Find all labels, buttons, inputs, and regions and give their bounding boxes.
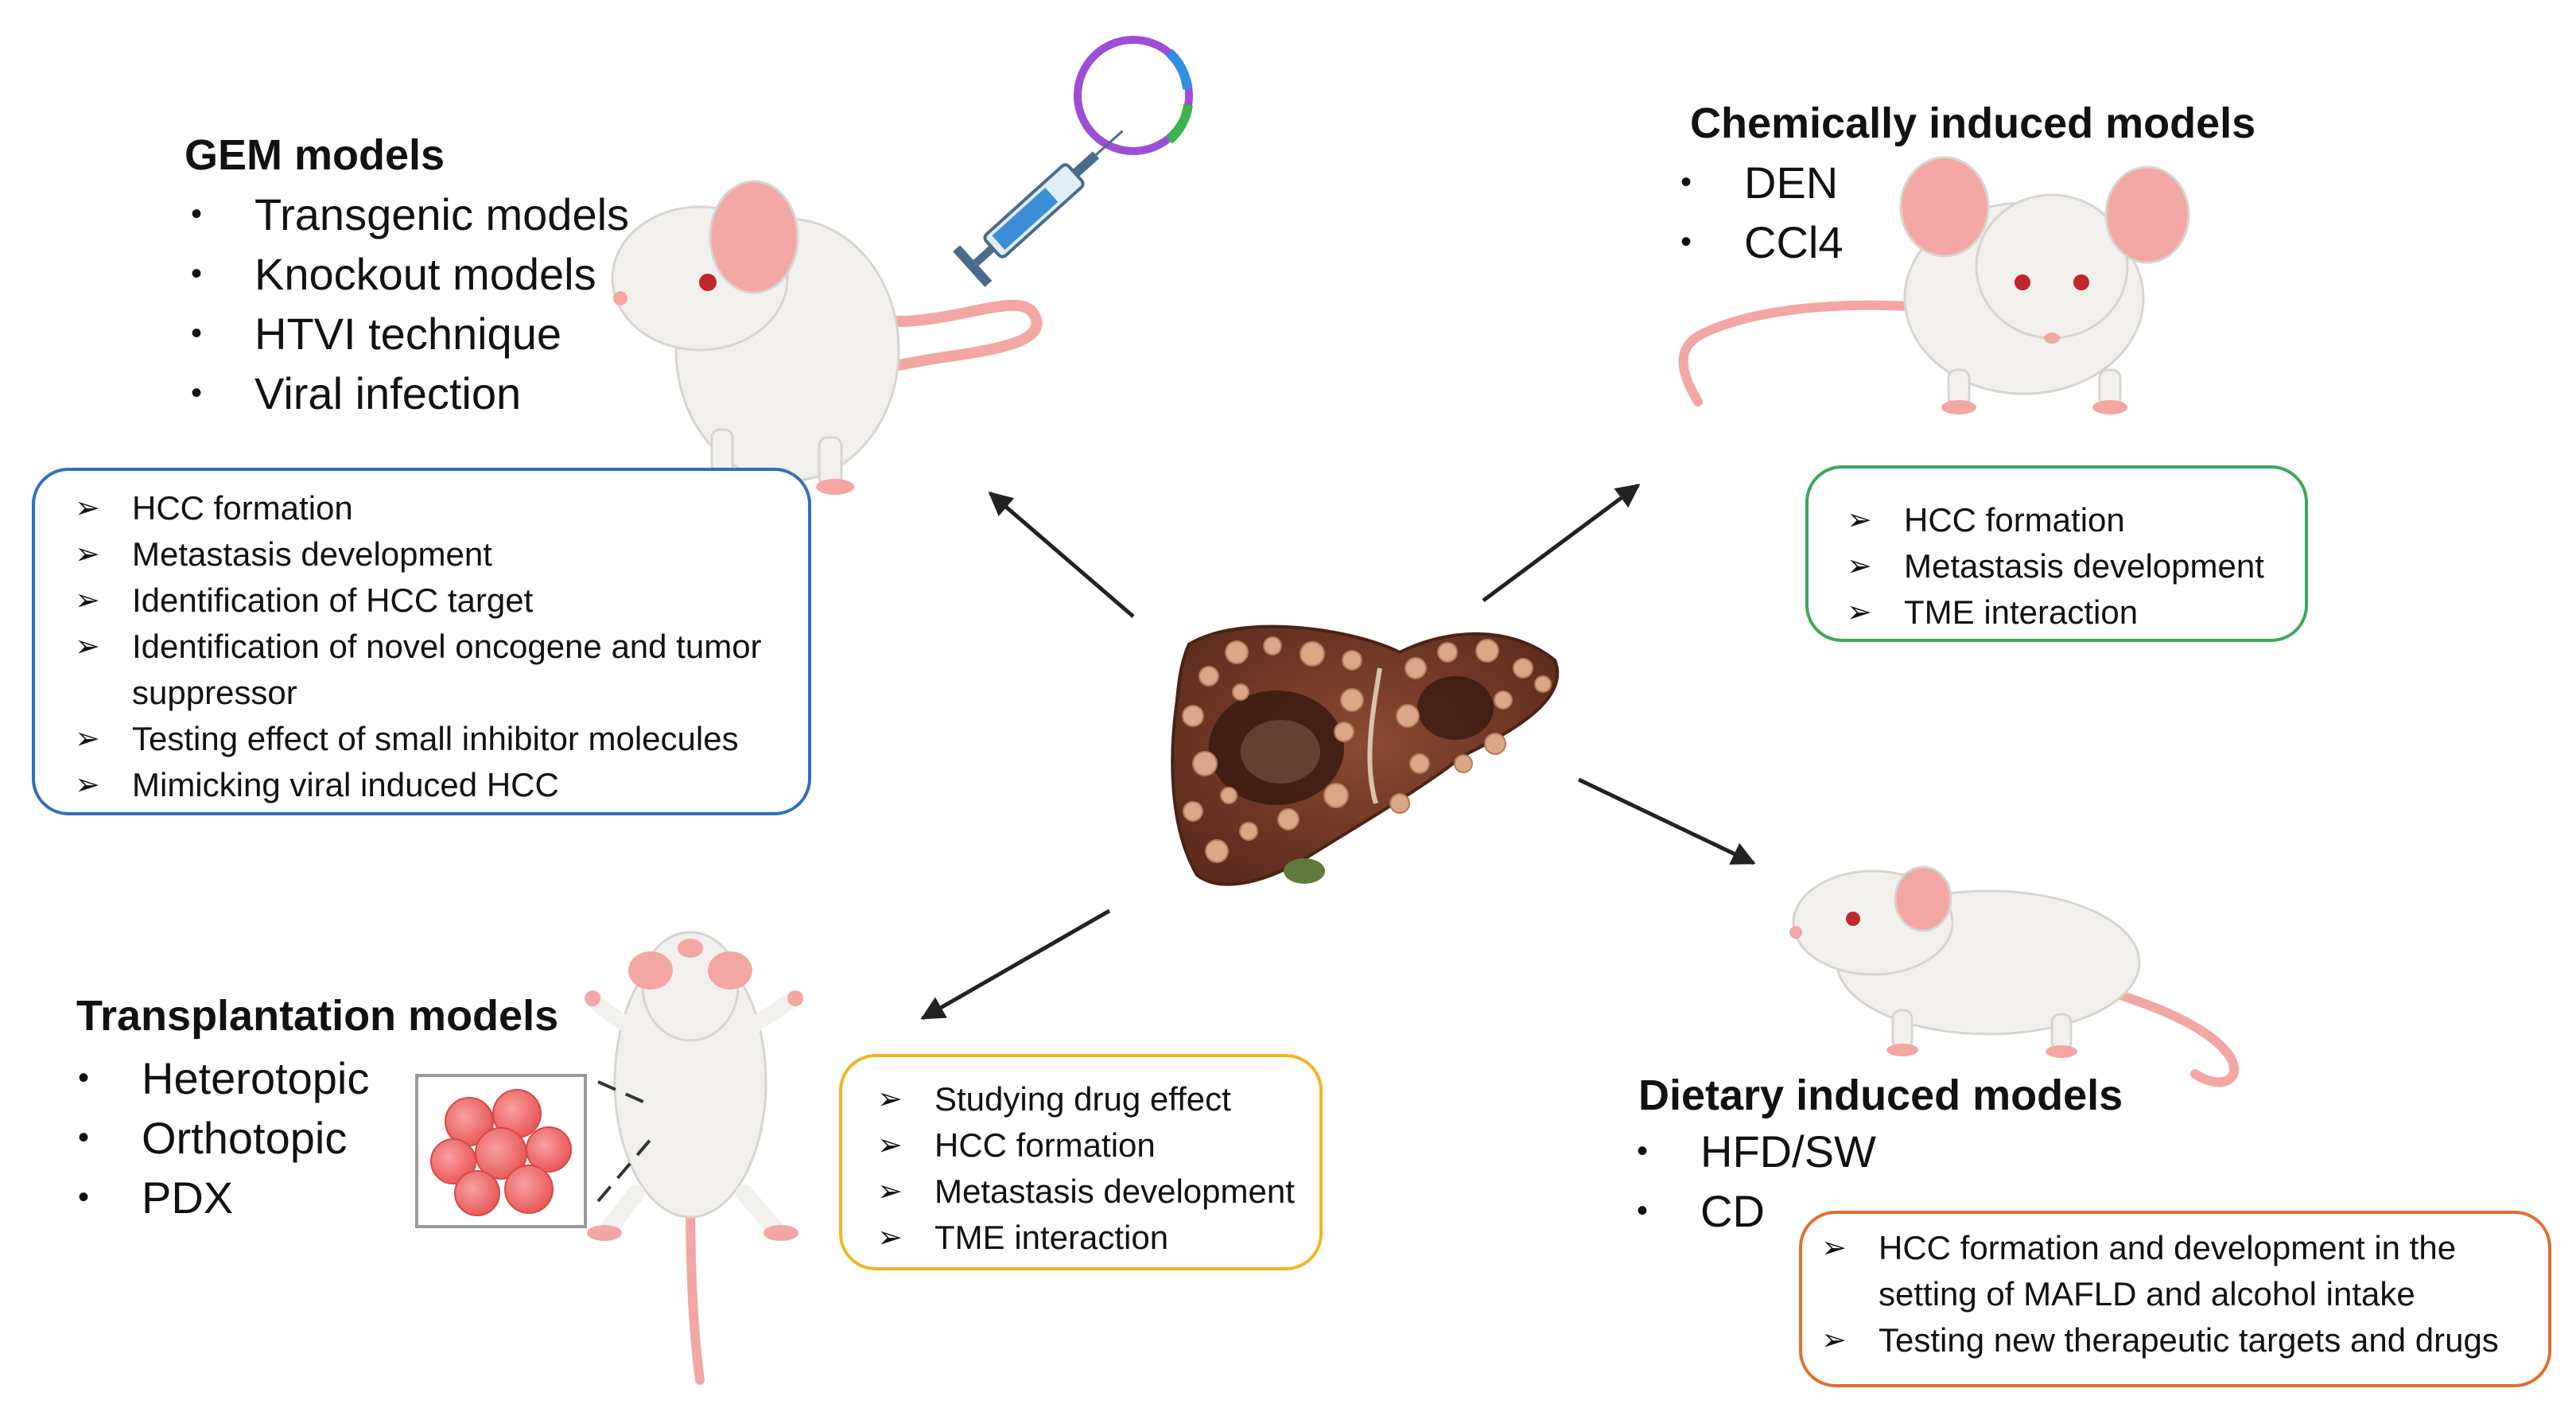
gem-title: GEM models [185,131,445,179]
arrow-bullet-icon: ➢ [1847,504,1872,537]
list-item: ➢HCC formation [877,1122,1311,1169]
list-item: •HFD/SW [1637,1126,1876,1176]
list-item: ➢Mimicking viral induced HCC [75,762,792,808]
gem-list: •Transgenic models •Knockout models •HTV… [185,185,629,423]
tumor-cells-icon [415,1074,587,1228]
syringe-icon [953,130,1124,287]
list-item: ➢Studying drug effect [877,1076,1311,1122]
arrow-bullet-icon: ➢ [1847,550,1872,583]
list-item: ➢Metastasis development [75,531,792,578]
arrow-bullet-icon: ➢ [877,1129,903,1162]
gem-box: ➢HCC formation ➢Metastasis development ➢… [32,468,811,815]
arrow-to-chemical [1482,483,1641,603]
arrow-bullet-icon: ➢ [75,630,100,663]
arrow-bullet-icon: ➢ [75,538,100,571]
list-item: •CCl4 [1680,217,1844,267]
chemical-title: Chemically induced models [1690,99,2256,147]
transplantation-box: ➢Studying drug effect ➢HCC formation ➢Me… [839,1054,1323,1270]
list-item: ➢Identification of HCC target [75,578,792,624]
list-item: •Viral infection [191,368,522,418]
arrow-bullet-icon: ➢ [877,1175,903,1208]
list-item: •PDX [78,1173,234,1223]
dietary-list: •HFD/SW •CD [1630,1122,1876,1241]
arrow-bullet-icon: ➢ [75,768,100,802]
list-item: ➢Metastasis development [1847,543,2289,589]
arrow-bullet-icon: ➢ [75,584,100,617]
mouse-icon [585,931,803,1385]
list-item: •HTVI technique [191,309,561,359]
arrow-to-gem [988,492,1135,618]
chemical-box: ➢HCC formation ➢Metastasis development ➢… [1805,465,2308,642]
list-item: ➢HCC formation [1847,497,2289,543]
list-item: ➢Testing effect of small inhibitor molec… [75,716,792,762]
liver-icon [1171,624,1560,886]
plasmid-icon [1074,36,1193,155]
arrow-to-dietary [1577,777,1756,865]
chemical-list: •DEN •CCl4 [1674,153,1843,272]
list-item: ➢Testing new therapeutic targets and dru… [1821,1317,2532,1363]
mouse-icon [611,180,1043,495]
arrow-bullet-icon: ➢ [877,1083,903,1116]
list-item: ➢TME interaction [1847,589,2289,636]
list-item: ➢Identification of novel oncogene and tu… [75,624,792,716]
mouse-icon [1789,865,2239,1087]
arrow-bullet-icon: ➢ [1847,596,1872,629]
list-item: •Heterotopic [78,1053,370,1103]
arrow-bullet-icon: ➢ [75,722,100,756]
list-item: ➢TME interaction [877,1215,1311,1261]
list-item: ➢HCC formation and development in the se… [1821,1225,2532,1317]
list-item: •Orthotopic [78,1113,348,1163]
dietary-title: Dietary induced models [1638,1071,2123,1119]
arrow-bullet-icon: ➢ [75,492,100,525]
mouse-icon [1678,156,2190,414]
arrow-bullet-icon: ➢ [877,1221,903,1254]
arrow-bullet-icon: ➢ [1821,1231,1847,1265]
arrow-bullet-icon: ➢ [1821,1324,1847,1357]
list-item: •CD [1637,1186,1765,1236]
list-item: •DEN [1680,158,1839,208]
transplantation-list: •Heterotopic •Orthotopic •PDX [72,1048,369,1227]
list-item: •Transgenic models [191,189,630,239]
transplantation-title: Transplantation models [76,992,559,1040]
arrow-to-transplantation [920,908,1111,1021]
list-item: •Knockout models [191,249,596,299]
list-item: ➢Metastasis development [877,1169,1311,1215]
list-item: ➢HCC formation [75,485,792,531]
dietary-box: ➢HCC formation and development in the se… [1799,1211,2551,1387]
